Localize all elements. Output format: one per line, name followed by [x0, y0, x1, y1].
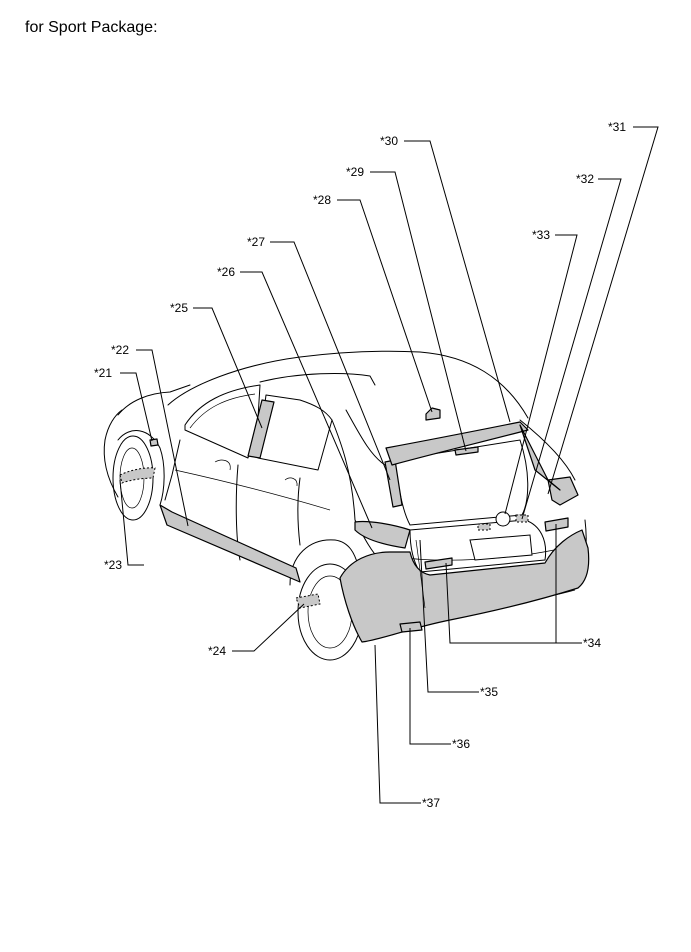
part-29-high-mount-stoplight: [454, 446, 479, 456]
part-23-front-mudguard: [119, 467, 156, 484]
callout-21: *21: [94, 366, 112, 380]
callout-33: *33: [532, 228, 550, 242]
part-30-rear-spoiler: [385, 421, 529, 466]
callout-31: *31: [608, 120, 626, 134]
callout-22: *22: [111, 343, 129, 357]
part-35-bumper-garnish: [415, 539, 426, 609]
callout-32: *32: [576, 172, 594, 186]
callout-27: *27: [247, 235, 265, 249]
callout-28: *28: [313, 193, 331, 207]
part-21-front-fender-emblem: [149, 438, 159, 447]
car-body-outline: [103, 350, 587, 661]
highlighted-parts: [119, 399, 590, 643]
part-33-rear-emblem: [495, 511, 511, 527]
callout-36: *36: [452, 737, 470, 751]
part-28-roof-antenna: [425, 407, 441, 421]
part-34-rear-reflector-left: [424, 557, 453, 570]
callout-29: *29: [346, 165, 364, 179]
callout-37: *37: [422, 796, 440, 810]
callout-24: *24: [208, 644, 226, 658]
part-36-fog-lamp: [399, 621, 423, 633]
part-22-rocker-molding: [159, 504, 301, 583]
part-26-rear-combination-lamp: [354, 520, 411, 549]
part-24-rear-mudguard: [295, 593, 321, 609]
part-32b-name-plate: [477, 523, 491, 531]
callout-30: *30: [380, 134, 398, 148]
part-37-rear-bumper-cover: [339, 529, 590, 643]
callout-23: *23: [104, 558, 122, 572]
callout-26: *26: [217, 265, 235, 279]
leader-lines: [119, 126, 659, 804]
part-25-door-frame-garnish: [247, 399, 275, 459]
callout-34: *34: [583, 636, 601, 650]
callout-25: *25: [170, 301, 188, 315]
page-heading: for Sport Package:: [25, 19, 158, 36]
callout-labels: *21 *22 *23 *24 *25 *26 *27 *28 *29 *30 …: [94, 120, 626, 810]
part-31-rear-lamp: [547, 476, 579, 506]
callout-35: *35: [480, 685, 498, 699]
